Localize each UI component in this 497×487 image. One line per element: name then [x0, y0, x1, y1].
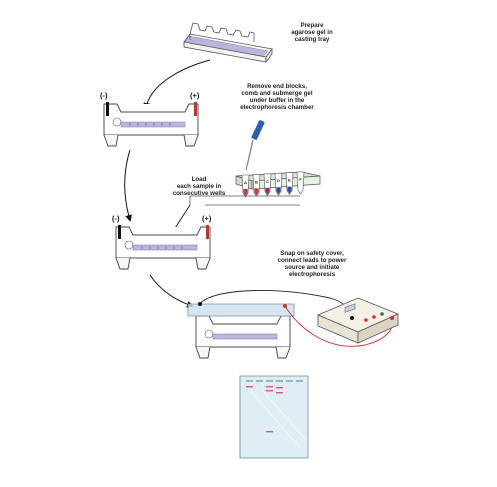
- sample-tube-label: D: [277, 178, 280, 183]
- chamber-logo-1: [112, 117, 122, 127]
- black-electrode-1: [106, 102, 109, 116]
- chamber-logo-2: [124, 240, 134, 250]
- sample-liquid: [254, 188, 259, 196]
- electrophoresis-chamber-3: [195, 315, 291, 359]
- power-supply: [316, 297, 400, 344]
- step-remove-label: Remove end blocks, comb and submerge gel…: [222, 83, 332, 111]
- snap-line-4: electrophoresis: [288, 271, 336, 278]
- step-prepare-label: Prepare agarose gel in casting tray: [272, 22, 352, 43]
- sample-tube-label: C: [266, 179, 269, 184]
- prepare-line-2: agarose gel in: [291, 29, 333, 36]
- power-terminal-red: [390, 316, 394, 320]
- negative-label-1: (-): [100, 91, 108, 100]
- step-snap-label: Snap on safety cover, connect leads to p…: [262, 250, 362, 278]
- flow-arrow-2: [124, 149, 132, 222]
- power-terminal-black: [350, 316, 354, 320]
- sample-tubes: A B C D E F: [241, 171, 305, 198]
- prepare-line-3: casting tray: [294, 36, 330, 43]
- sample-tube-label: F: [299, 177, 302, 182]
- pipette: [245, 120, 265, 171]
- gel-in-chamber-2: [132, 244, 198, 251]
- chamber-logo-3: [204, 329, 214, 339]
- flow-arrow-1: [143, 59, 211, 110]
- casting-tray: [183, 22, 273, 64]
- result-gel: [239, 375, 309, 459]
- positive-label-2: (+): [202, 214, 212, 223]
- sample-liquid: [276, 187, 281, 195]
- gel-bands: [246, 386, 283, 433]
- power-knob-2: [372, 315, 376, 319]
- negative-label-2: (-): [112, 214, 120, 223]
- sample-tube-label: B: [255, 179, 258, 184]
- sample-tube-label: E: [288, 178, 291, 183]
- prepare-line-1: Prepare: [300, 22, 324, 29]
- snap-line-1: Snap on safety cover,: [280, 250, 344, 257]
- power-knob-1: [364, 318, 368, 322]
- load-line-3: consecutive wells: [172, 190, 226, 197]
- sample-tube-label: A: [244, 180, 247, 185]
- black-electrode-2: [118, 225, 121, 239]
- safety-cover: [187, 303, 295, 317]
- power-display: [344, 303, 356, 313]
- electrophoresis-chamber-2: [115, 225, 211, 270]
- sample-liquid: [265, 187, 270, 195]
- load-line-1: Load: [191, 176, 207, 183]
- remove-line-4: electrophoresis chamber: [240, 104, 314, 111]
- red-lead: [284, 305, 393, 347]
- load-bracket: [189, 195, 300, 206]
- electrophoresis-chamber-1: [103, 102, 199, 147]
- result-gel-wells: [246, 380, 303, 382]
- positive-label-1: (+): [190, 91, 200, 100]
- power-knob-3: [380, 312, 384, 316]
- sample-liquid: [243, 189, 248, 196]
- remove-line-3: under buffer in the: [249, 97, 305, 104]
- step-load-label: Load each sample in consecutive wells: [168, 176, 230, 197]
- sample-liquid: [287, 186, 292, 194]
- red-electrode-1: [194, 102, 197, 116]
- remove-line-1: Remove end blocks,: [247, 83, 307, 90]
- remove-line-2: comb and submerge gel: [241, 90, 313, 97]
- snap-line-2: connect leads to power: [277, 257, 347, 264]
- gel-in-chamber-1: [120, 121, 186, 128]
- sample-liquid: [298, 186, 303, 193]
- snap-line-3: source and initiate: [284, 264, 340, 271]
- gel-in-chamber-3: [212, 333, 278, 340]
- red-electrode-2: [206, 225, 209, 239]
- flow-arrow-3: [149, 274, 194, 308]
- load-line-2: each sample in: [176, 183, 222, 190]
